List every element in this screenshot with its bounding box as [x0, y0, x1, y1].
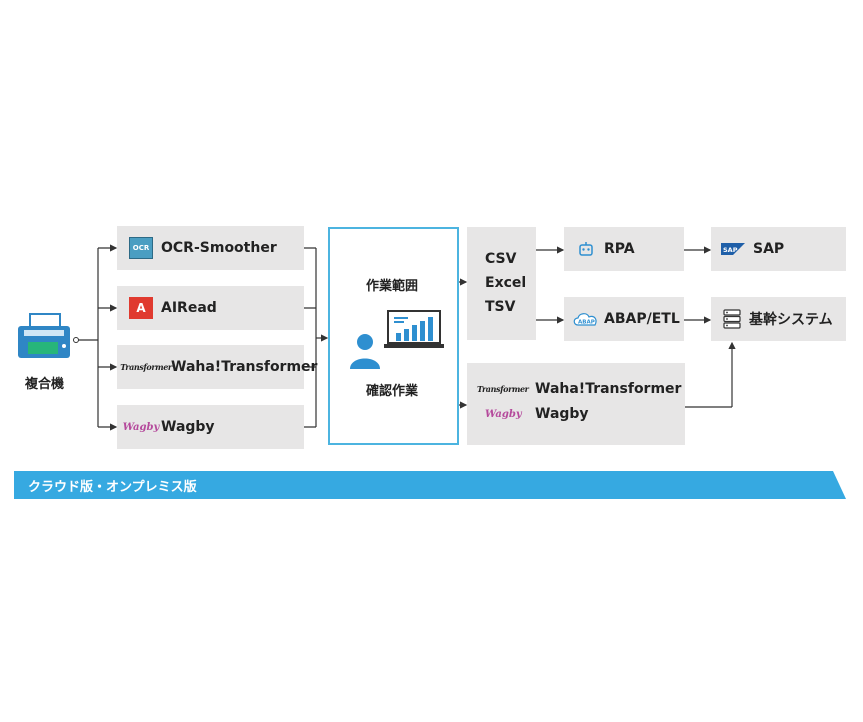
format-tsv: TSV [485, 299, 516, 315]
server-icon [723, 309, 741, 329]
sap-label: SAP [753, 241, 785, 257]
confirmation-label: 確認作業 [366, 384, 419, 399]
banner-label: クラウド版・オンプレミス版 [28, 479, 197, 495]
person-icon [350, 334, 380, 369]
file-formats-box: CSV Excel TSV [467, 227, 536, 340]
source-wagby: Wagby Wagby [117, 405, 304, 449]
source-label: Wagby [161, 419, 215, 435]
review-work-box: 作業範囲 確認作業 [328, 227, 459, 445]
core-system-label: 基幹システム [749, 312, 833, 328]
format-csv: CSV [485, 251, 517, 267]
output-apps-box: Transformer Waha!Transformer Wagby Wagby [467, 363, 685, 445]
output-label: Waha!Transformer [535, 381, 682, 397]
destination-rpa: RPA [564, 227, 684, 271]
source-label: Waha!Transformer [171, 359, 318, 375]
source-label: OCR-Smoother [161, 240, 277, 256]
source-label: AIRead [161, 300, 217, 316]
printer-icon [18, 313, 70, 358]
laptop-chart-icon [384, 310, 444, 348]
robot-icon [579, 242, 593, 256]
cloud-abap-icon: ABAP [573, 313, 597, 326]
ocr-smoother-logo-icon: OCR [129, 237, 153, 259]
machine-label: 複合機 [25, 377, 65, 392]
abap-etl-label: ABAP/ETL [604, 311, 680, 327]
output-label: Wagby [535, 406, 589, 422]
sap-logo-icon: SAP [721, 243, 745, 255]
sap-icon-text: SAP [723, 246, 738, 254]
waha-transformer-logo-icon: Transformer [477, 384, 529, 394]
waha-transformer-logo-icon: Transformer [120, 362, 172, 372]
source-waha-transformer: Transformer Waha!Transformer [117, 345, 317, 389]
output-wagby: Wagby Wagby [477, 406, 589, 422]
destination-sap: SAP SAP [711, 227, 846, 271]
destination-core-system: 基幹システム [711, 297, 846, 341]
source-airead: A AIRead [117, 286, 304, 330]
abap-icon-text: ABAP [578, 320, 595, 326]
deployment-banner: クラウド版・オンプレミス版 [14, 471, 846, 499]
format-excel: Excel [485, 275, 527, 291]
rpa-label: RPA [604, 241, 635, 257]
output-waha-transformer: Transformer Waha!Transformer [477, 381, 681, 397]
airead-logo-icon: A [129, 297, 153, 319]
source-ocr-smoother: OCR OCR-Smoother [117, 226, 304, 270]
wagby-logo-icon: Wagby [122, 421, 160, 433]
scope-label: 作業範囲 [366, 279, 419, 294]
wagby-logo-icon: Wagby [485, 408, 522, 420]
destination-abap-etl: ABAP ABAP/ETL [564, 297, 684, 341]
